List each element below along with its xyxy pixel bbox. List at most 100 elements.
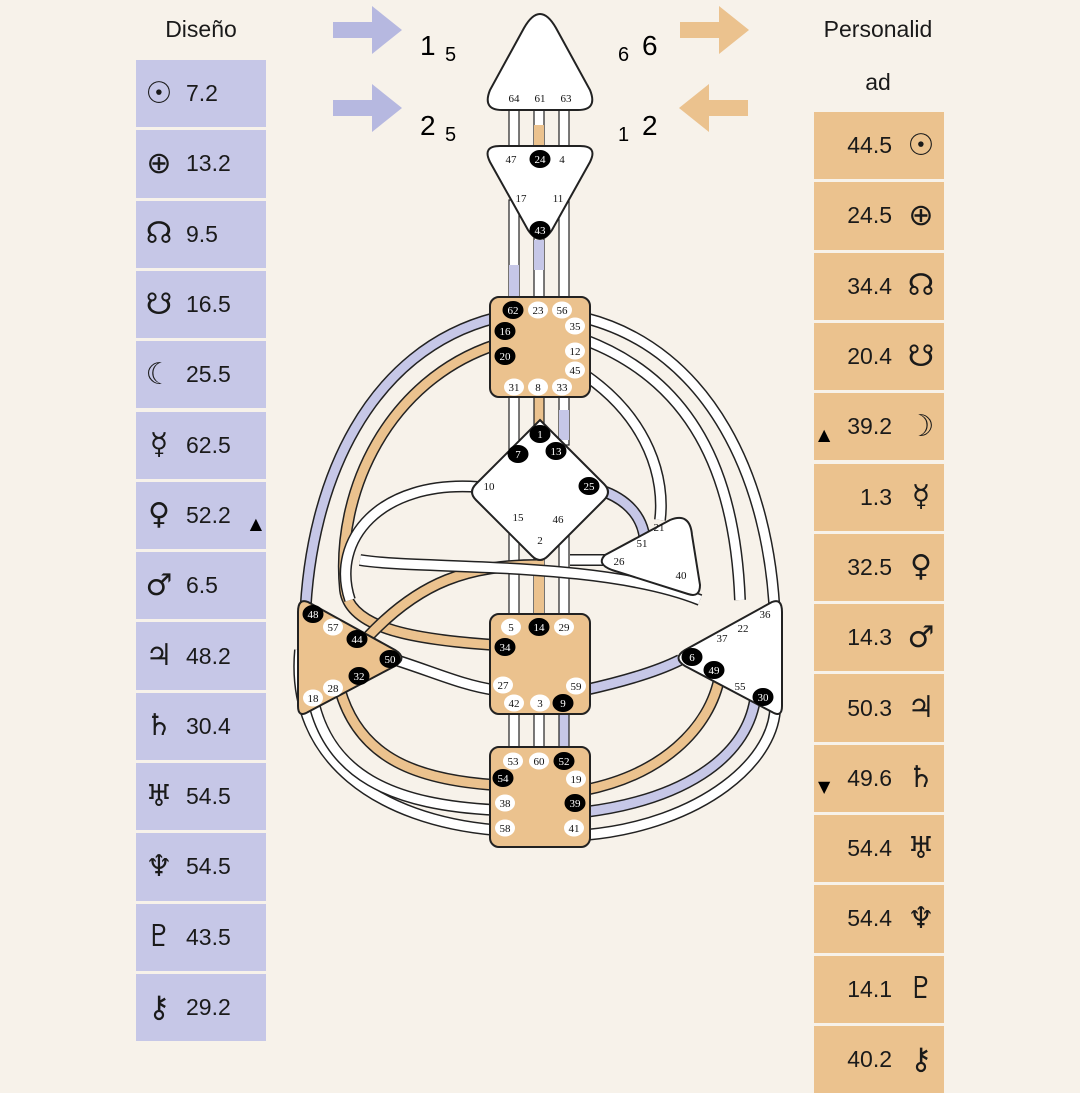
gate-47: 47 — [506, 154, 518, 166]
gate-30: 30 — [752, 688, 774, 706]
up-triangle-icon: ▲ — [818, 425, 831, 445]
saturn-icon: ♄ — [145, 708, 173, 744]
earth-icon: ⊕ — [908, 197, 934, 233]
mercury-icon: ☿ — [911, 479, 931, 515]
gate-label-15: 15 — [513, 512, 525, 524]
gate-label-48: 48 — [308, 609, 320, 621]
gate-20: 20 — [494, 347, 516, 365]
design-value-jupiter: 48.2 — [186, 642, 231, 669]
gate-label-28: 28 — [328, 683, 340, 695]
gate-5: 5 — [501, 618, 521, 636]
gate-label-9: 9 — [560, 698, 566, 710]
gate-label-3: 3 — [537, 698, 543, 710]
ego-center — [600, 516, 702, 596]
gate-label-30: 30 — [758, 692, 770, 704]
gate-label-24: 24 — [535, 154, 547, 166]
personality-title-line1: Personalid — [823, 16, 933, 42]
gate-label-11: 11 — [553, 193, 564, 205]
gate-label-56: 56 — [557, 305, 569, 317]
gate-label-61: 61 — [535, 93, 546, 105]
design-value-north-node: 9.5 — [186, 220, 218, 247]
gate-44: 44 — [346, 630, 368, 648]
personality-value-venus: 32.5 — [847, 553, 892, 580]
gate-label-23: 23 — [533, 305, 545, 317]
personality-value-south-node: 20.4 — [847, 343, 892, 370]
gate-label-40: 40 — [676, 570, 688, 582]
personality-row-uranus: 54.4♅ — [814, 815, 944, 883]
personality-row-venus: 32.5♀ — [814, 533, 944, 602]
design-row-pluto: ♇43.5 — [136, 903, 266, 971]
gate-label-29: 29 — [559, 622, 571, 634]
personality-value-neptune: 54.4 — [847, 905, 892, 932]
design-row-chiron: ⚷29.2 — [136, 973, 266, 1042]
gate-label-58: 58 — [500, 823, 512, 835]
gate-38: 38 — [495, 794, 515, 812]
design-value-sun: 7.2 — [186, 80, 218, 107]
gate-label-62: 62 — [508, 305, 519, 317]
design-row-south-node: ☋16.5 — [136, 270, 266, 339]
personality-bottom-arrow-small: 1 — [618, 124, 630, 146]
channels — [293, 107, 782, 841]
gate-label-45: 45 — [570, 365, 582, 377]
design-value-uranus: 54.5 — [186, 783, 231, 810]
gate-label-7: 7 — [515, 449, 521, 461]
design-value-saturn: 30.4 — [186, 712, 231, 739]
gate-49: 49 — [703, 661, 725, 679]
gate-31: 31 — [504, 378, 524, 396]
gate-label-44: 44 — [352, 634, 364, 646]
jupiter-icon: ♃ — [907, 690, 935, 726]
gate-53: 53 — [503, 752, 523, 770]
gate-label-16: 16 — [500, 326, 512, 338]
gate-label-54: 54 — [498, 773, 510, 785]
design-bottom-arrow-big: 2 — [420, 110, 436, 141]
design-row-mercury: ☿62.5 — [136, 411, 266, 479]
gate-10: 10 — [484, 481, 496, 493]
design-value-pluto: 43.5 — [186, 923, 231, 950]
personality-row-mars: 14.3♂ — [814, 604, 944, 672]
gate-23: 23 — [528, 301, 548, 319]
design-value-chiron: 29.2 — [186, 994, 231, 1021]
personality-row-jupiter: 50.3♃ — [814, 674, 944, 742]
gate-41: 41 — [564, 819, 584, 837]
down-triangle-icon: ▼ — [818, 776, 831, 796]
design-row-neptune: ♆54.5 — [136, 833, 266, 901]
gate-39: 39 — [564, 794, 586, 812]
gate-label-19: 19 — [571, 774, 583, 786]
gate-label-13: 13 — [551, 446, 563, 458]
gate-label-4: 4 — [559, 154, 565, 166]
design-row-moon: ☾25.5 — [136, 341, 266, 409]
gate-16: 16 — [494, 322, 516, 340]
personality-row-pluto: 14.1♇ — [814, 955, 944, 1023]
gate-label-33: 33 — [557, 382, 569, 394]
personality-value-chiron: 40.2 — [847, 1046, 892, 1073]
design-row-venus: ♀52.2▲ — [136, 481, 266, 550]
personality-value-north-node: 34.4 — [847, 272, 892, 299]
gate-57: 57 — [323, 618, 343, 636]
personality-value-saturn: 49.6 — [847, 764, 892, 791]
sacral-center — [489, 613, 591, 715]
gate-19: 19 — [566, 770, 586, 788]
neptune-icon: ♆ — [145, 848, 173, 884]
gate-label-20: 20 — [500, 351, 512, 363]
sun-icon: ☉ — [907, 127, 935, 163]
gate-label-59: 59 — [571, 681, 583, 693]
gate-55: 55 — [735, 681, 747, 693]
gate-15: 15 — [513, 512, 525, 524]
design-row-uranus: ♅54.5 — [136, 763, 266, 831]
gate-label-27: 27 — [498, 680, 510, 692]
gate-34: 34 — [494, 638, 516, 656]
gate-2: 2 — [537, 535, 543, 547]
personality-row-north-node: 34.4☊ — [814, 252, 944, 320]
gate-9: 9 — [552, 694, 574, 712]
personality-title-line2: ad — [865, 69, 891, 95]
gate-label-64: 64 — [509, 93, 521, 105]
personality-value-pluto: 14.1 — [847, 975, 892, 1002]
gate-64: 64 — [509, 93, 521, 105]
gate-54: 54 — [492, 769, 514, 787]
personality-value-uranus: 54.4 — [847, 835, 892, 862]
gate-13: 13 — [545, 442, 567, 460]
gate-label-21: 21 — [654, 522, 665, 534]
personality-value-mars: 14.3 — [847, 624, 892, 651]
gate-label-25: 25 — [584, 481, 596, 493]
